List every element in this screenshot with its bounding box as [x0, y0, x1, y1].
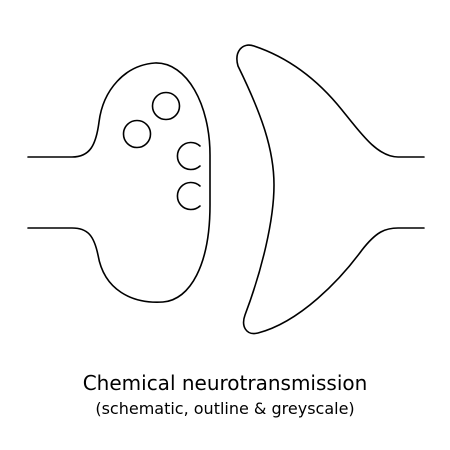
postsynaptic-membrane	[236, 44, 425, 335]
vesicle	[151, 91, 181, 121]
fusing-vesicle	[176, 181, 201, 211]
figure-title: Chemical neurotransmission	[82, 371, 368, 395]
fusing-vesicle	[176, 141, 201, 171]
presynaptic-terminal	[27, 62, 211, 303]
vesicle	[122, 119, 152, 149]
figure-subtitle: (schematic, outline & greyscale)	[95, 399, 355, 418]
